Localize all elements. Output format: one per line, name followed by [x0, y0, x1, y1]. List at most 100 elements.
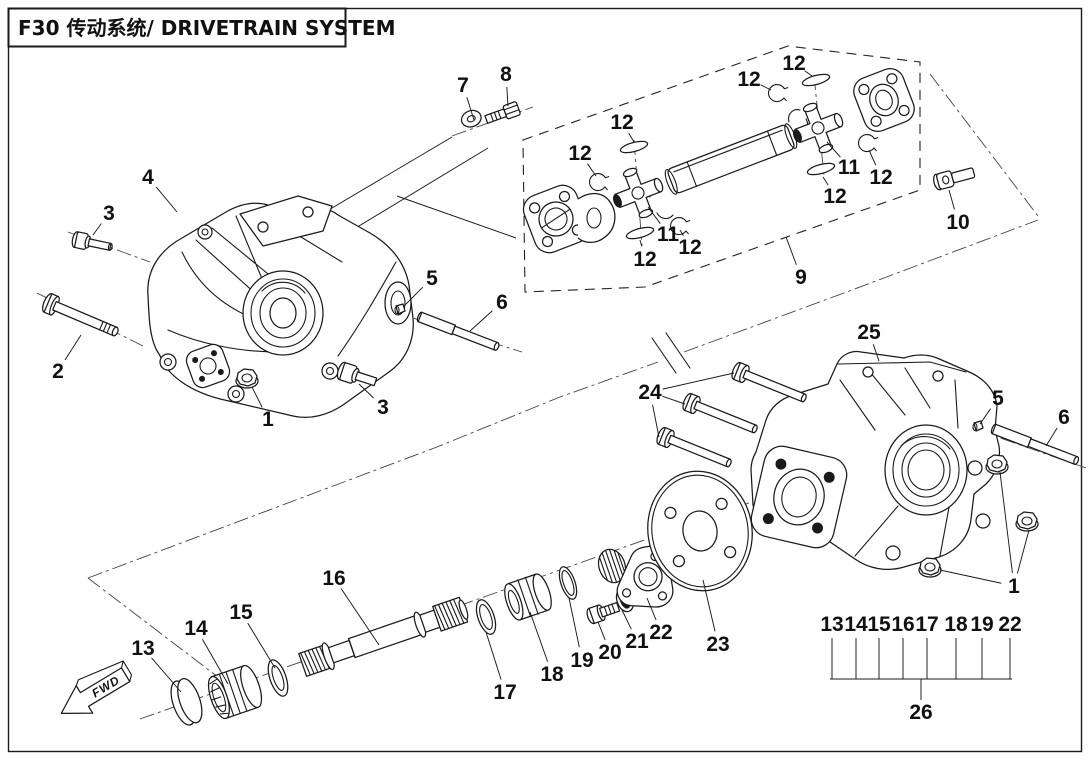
callout-25: 25: [857, 321, 881, 344]
leader-line: [872, 344, 880, 362]
leader-line: [662, 372, 735, 390]
bolt-3-front-lower: [336, 361, 378, 387]
callout-13: 13: [131, 637, 154, 660]
callout-12: 12: [823, 185, 846, 208]
legend-22: 22: [998, 613, 1021, 636]
rod-6-rear: [990, 423, 1080, 465]
leader-line: [251, 386, 263, 408]
propshaft-assembly: [460, 68, 976, 254]
shaft-break-symbol: [651, 332, 691, 374]
u-joint-cross-front: [612, 167, 664, 219]
callout-1: 1: [262, 408, 274, 431]
bolt-2: [42, 293, 119, 337]
leader-line: [639, 239, 643, 247]
legend-18: 18: [944, 613, 968, 636]
ring-17: [475, 599, 497, 635]
drawing-border: [7, 7, 1083, 753]
leader-line: [529, 611, 549, 662]
leader-line: [760, 84, 772, 91]
legend-14: 14: [844, 613, 868, 636]
callout-12: 12: [782, 52, 805, 75]
callout-19: 19: [570, 649, 593, 672]
leader-line: [247, 622, 276, 669]
spline-spigot-22: [597, 548, 627, 584]
front-output-flange: [185, 343, 231, 389]
callout-17: 17: [493, 681, 516, 704]
seal-ring-13: [170, 678, 203, 726]
nuts-1-rear: [918, 454, 1039, 578]
title-block: F30 传动系统/ DRIVETRAIN SYSTEM: [7, 7, 395, 48]
callout-18: 18: [540, 663, 564, 686]
leader-line: [466, 97, 475, 121]
leader-line: [979, 408, 991, 425]
callout-6: 6: [1058, 406, 1070, 429]
spacer-rings-12: [619, 73, 836, 240]
leader-line: [1016, 529, 1030, 574]
rod-6-front: [416, 311, 500, 351]
callout-4: 4: [142, 166, 154, 189]
callout-23: 23: [706, 633, 729, 656]
callout-26: 26: [909, 701, 932, 724]
bolt-20: [586, 601, 621, 625]
callout-24: 24: [638, 381, 662, 404]
callout-10: 10: [946, 211, 969, 234]
leader-line: [999, 471, 1013, 574]
rear-axle-assembly: [170, 470, 753, 726]
brake-disc-23: [647, 470, 753, 592]
leader-line: [64, 334, 82, 361]
rear-hub-flange: [750, 445, 848, 549]
callout-5: 5: [426, 267, 438, 290]
leader-line: [92, 223, 102, 236]
callout-8: 8: [500, 63, 512, 86]
leader-line: [785, 236, 797, 265]
callout-1: 1: [1008, 575, 1020, 598]
callout-12: 12: [678, 236, 701, 259]
propeller-shaft-tube: [664, 123, 798, 195]
leader-line: [1045, 427, 1058, 447]
leader-line: [358, 383, 374, 399]
leader-line: [202, 639, 229, 685]
leader-line: [403, 286, 424, 307]
leader-line: [679, 229, 684, 237]
page-title: F30 传动系统/ DRIVETRAIN SYSTEM: [18, 16, 395, 40]
callout-11: 11: [657, 223, 680, 246]
leader-line: [662, 395, 686, 405]
leader-line: [822, 176, 829, 186]
callout-12: 12: [633, 248, 656, 271]
rear-gearbox: [750, 350, 1001, 570]
o-ring-15: [267, 659, 289, 697]
callout-9: 9: [795, 266, 807, 289]
fwd-arrow: FWD: [60, 660, 132, 715]
leader-line: [485, 631, 502, 680]
spline-collar-14: [207, 664, 263, 720]
leader-line: [646, 597, 657, 621]
leader-line: [628, 132, 635, 143]
leader-line: [568, 597, 580, 648]
callout-22: 22: [649, 621, 672, 644]
u-joint-cross-rear: [792, 102, 844, 154]
callout-3: 3: [103, 202, 115, 225]
leader-line: [469, 310, 493, 332]
leader-line: [702, 579, 716, 632]
callout-16: 16: [322, 567, 345, 590]
leader-line: [151, 657, 182, 693]
rear-flange-yoke: [853, 68, 915, 132]
legend-19: 19: [970, 613, 993, 636]
leader-line: [155, 186, 178, 213]
breather-5-front: [394, 303, 406, 315]
leader-line: [506, 86, 509, 107]
callout-12: 12: [869, 166, 892, 189]
callout-11: 11: [838, 156, 861, 179]
legend-13: 13: [820, 613, 843, 636]
o-ring-19: [558, 566, 578, 600]
circlips-12: [588, 84, 879, 236]
leader-line: [340, 588, 380, 646]
propshaft-dashed-outline: [522, 45, 921, 293]
leader-line: [587, 163, 597, 177]
callout-14: 14: [184, 617, 208, 640]
bolt-8: [484, 101, 521, 124]
leader-line: [647, 206, 661, 224]
